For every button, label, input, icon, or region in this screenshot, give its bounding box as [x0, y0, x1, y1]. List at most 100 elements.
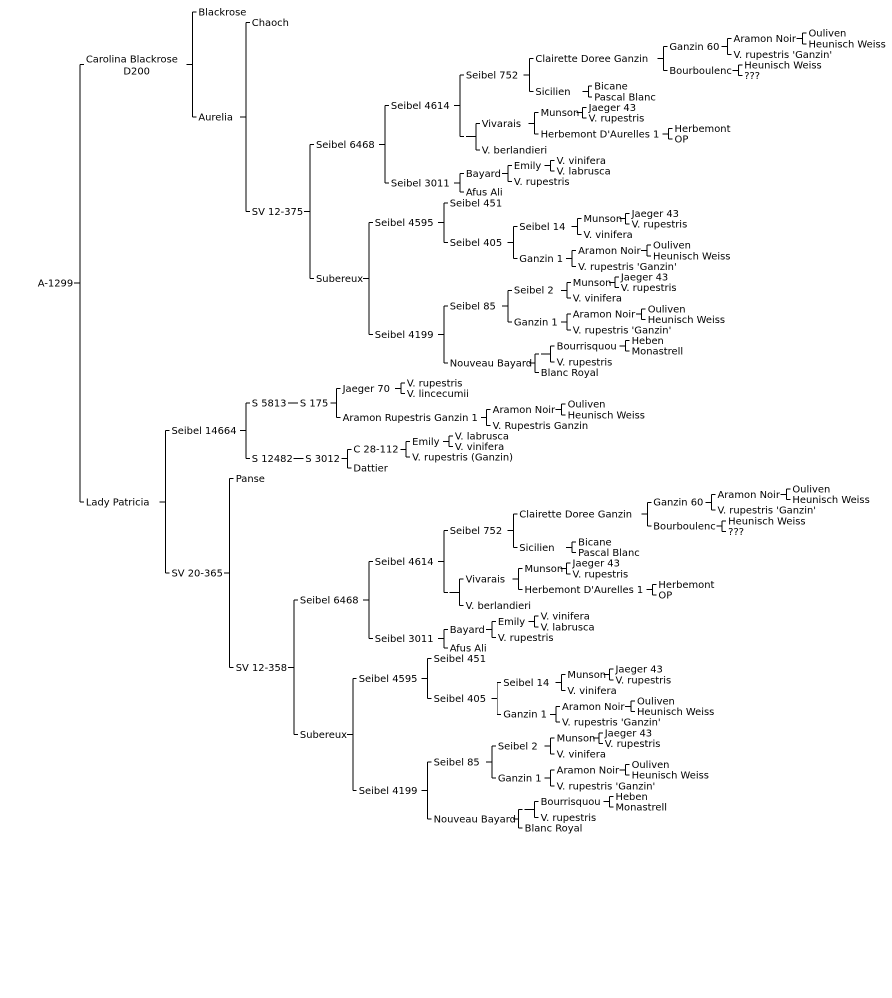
- cultivar-label: SV 12-375: [252, 207, 303, 218]
- cultivar-label: V. labrusca: [557, 166, 611, 177]
- cultivar-label: Heunisch Weiss: [808, 39, 885, 50]
- cultivar-label: Monastrell: [632, 347, 684, 358]
- cultivar-label: Blackrose: [198, 7, 246, 18]
- cultivar-label: Seibel 405: [450, 238, 502, 249]
- cultivar-label: Emily: [412, 437, 439, 448]
- cultivar-label: Herbemont D'Aurelles 1: [524, 585, 643, 596]
- cultivar-label: Seibel 451: [434, 654, 486, 665]
- cultivar-label: V. rupestris: [407, 378, 463, 389]
- cultivar-label: Jaeger 43: [631, 209, 679, 220]
- cultivar-label: Heunisch Weiss: [744, 60, 821, 71]
- cultivar-label: Bourboulenc: [653, 522, 716, 533]
- cultivar-label: V. vinifera: [557, 156, 606, 167]
- cultivar-label: Seibel 4199: [359, 786, 418, 797]
- cultivar-label: Seibel 4595: [375, 218, 434, 229]
- cultivar-label: Jaeger 70: [342, 384, 390, 395]
- cultivar-label: Clairette Doree Ganzin: [519, 510, 632, 521]
- cultivar-label: Sicilien: [535, 87, 570, 98]
- cultivar-label: Aramon Noir: [578, 246, 641, 257]
- cultivar-label: V. rupestris: [514, 177, 570, 188]
- cultivar-label: V. rupestris: [632, 219, 688, 230]
- cultivar-label: C 28-112: [353, 445, 398, 456]
- cultivar-label: Seibel 14: [519, 222, 565, 233]
- cultivar-label: Jaeger 43: [604, 728, 652, 739]
- cultivar-label: S 12482: [252, 454, 293, 465]
- cultivar-label: Seibel 6468: [316, 140, 375, 151]
- cultivar-label: V. vinifera: [541, 612, 590, 623]
- cultivar-label: Seibel 14664: [172, 426, 237, 437]
- cultivar-label: Herbemont: [675, 124, 731, 135]
- cultivar-label: OP: [675, 135, 689, 146]
- cultivar-label: Seibel 4614: [391, 101, 450, 112]
- cultivar-label: Ganzin 60: [669, 42, 719, 53]
- cultivar-label: Pascal Blanc: [594, 92, 656, 103]
- cultivar-label: V. rupestris: [573, 569, 629, 580]
- cultivar-label: Ouliven: [653, 241, 691, 252]
- cultivar-label: V. vinifera: [557, 749, 606, 760]
- cultivar-label: Jaeger 43: [620, 272, 668, 283]
- cultivar-label: Ganzin 60: [653, 498, 703, 509]
- cultivar-label: Bicane: [594, 82, 628, 93]
- cultivar-label: Munson: [567, 670, 606, 681]
- cultivar-label: A-1299: [38, 279, 73, 290]
- cultivar-label: V. vinifera: [455, 442, 504, 453]
- cultivar-label: Vivarais: [482, 119, 521, 130]
- cultivar-label: V. rupestris 'Ganzin': [562, 718, 661, 729]
- cultivar-label: Bicane: [578, 537, 612, 548]
- cultivar-label: Heben: [615, 792, 647, 803]
- cultivar-label: SV 20-365: [172, 568, 223, 579]
- cultivar-label: Vivarais: [466, 575, 505, 586]
- cultivar-label: ???: [744, 71, 760, 82]
- cultivar-label: Subereux: [300, 730, 347, 741]
- cultivar-label: V. vinifera: [573, 294, 622, 305]
- cultivar-label: V. rupestris 'Ganzin': [573, 325, 672, 336]
- cultivar-label: Ouliven: [568, 400, 606, 411]
- cultivar-label: Seibel 752: [466, 70, 518, 81]
- cultivar-label: Munson: [584, 214, 623, 225]
- cultivar-label: Seibel 451: [450, 198, 502, 209]
- cultivar-label: Seibel 4614: [375, 557, 434, 568]
- cultivar-label: S 5813: [252, 398, 287, 409]
- cultivar-label: Aramon Noir: [557, 765, 620, 776]
- cultivar-label: Seibel 4199: [375, 330, 434, 341]
- cultivar-label: S 3012: [305, 454, 340, 465]
- cultivar-label: Lady Patricia: [86, 497, 150, 508]
- cultivar-label: Seibel 3011: [375, 634, 434, 645]
- cultivar-label: Clairette Doree Ganzin: [535, 54, 648, 65]
- cultivar-label: Seibel 85: [434, 757, 480, 768]
- cultivar-label: Heunisch Weiss: [568, 410, 645, 421]
- cultivar-label: Ouliven: [632, 760, 670, 771]
- cultivar-label: Ganzin 1: [514, 318, 558, 329]
- cultivar-label: Aramon Noir: [717, 490, 780, 501]
- cultivar-label: S 175: [300, 398, 328, 409]
- cultivar-label: V. rupestris: [498, 633, 554, 644]
- cultivar-label: Jaeger 43: [615, 665, 663, 676]
- cultivar-label: Bourrisquou: [557, 341, 617, 352]
- cultivar-label: Bayard: [450, 625, 485, 636]
- cultivar-label: Panse: [236, 474, 265, 485]
- cultivar-label: Aurelia: [198, 113, 233, 124]
- cultivar-label: Seibel 6468: [300, 596, 359, 607]
- cultivar-label: OP: [658, 590, 672, 601]
- cultivar-label: Bayard: [466, 169, 501, 180]
- cultivar-label: Afus Ali: [466, 188, 503, 199]
- cultivar-label: Seibel 4595: [359, 674, 418, 685]
- cultivar-label: V. lincecumii: [407, 389, 469, 400]
- cultivar-label: Bourrisquou: [541, 797, 601, 808]
- cultivar-label: Afus Ali: [450, 643, 487, 654]
- cultivar-label: V. vinifera: [584, 230, 633, 241]
- cultivar-label: Ouliven: [648, 304, 686, 315]
- cultivar-label: Aramon Noir: [573, 310, 636, 321]
- cultivar-label: Aramon Rupestris Ganzin 1: [343, 413, 478, 424]
- cultivar-label: Seibel 405: [434, 694, 486, 705]
- cultivar-label: Seibel 85: [450, 302, 496, 313]
- cultivar-label: Seibel 3011: [391, 178, 450, 189]
- cultivar-label: V. rupestris: [557, 357, 613, 368]
- cultivar-label: V. rupestris 'Ganzin': [734, 50, 833, 61]
- cultivar-label: Heunisch Weiss: [728, 516, 805, 527]
- cultivar-label: Jaeger 43: [588, 103, 636, 114]
- cultivar-label: Chaoch: [252, 18, 289, 29]
